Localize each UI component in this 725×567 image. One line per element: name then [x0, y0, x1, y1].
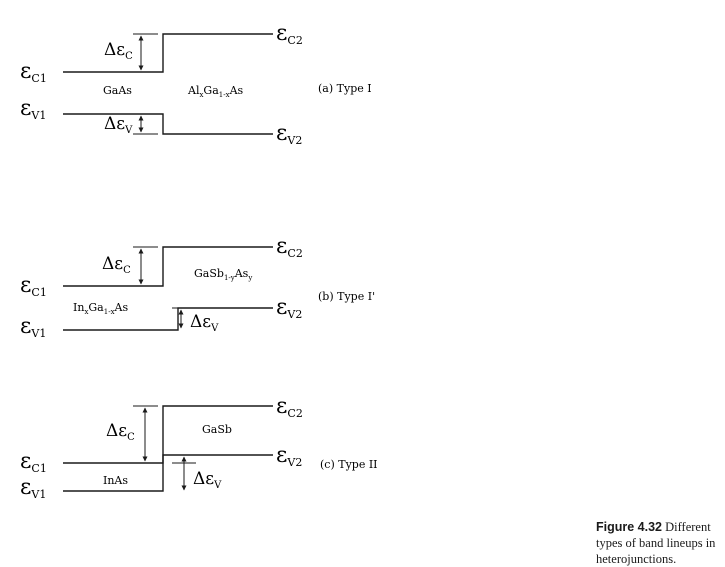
material-right: AlxGa1-xAs	[187, 84, 244, 99]
label-delta-ev: ΔεV	[193, 469, 222, 491]
label-delta-ec: ΔεC	[104, 40, 133, 62]
label-ev1: εV1	[20, 96, 46, 122]
panel-type-i-prime: εC1 εV1 εC2 εV2 ΔεC ΔεV InxGa1-xAs GaSb1…	[20, 234, 375, 340]
label-delta-ec: ΔεC	[102, 254, 131, 276]
label-ev1: εV1	[20, 314, 46, 340]
panel-label: (a) Type I	[318, 82, 372, 95]
label-ev2: εV2	[276, 443, 302, 469]
label-delta-ec: ΔεC	[106, 421, 135, 443]
material-right: GaSb	[202, 423, 232, 436]
panel-type-i: εC1 εV1 εC2 εV2 ΔεC ΔεV GaAs AlxGa1-xAs …	[20, 21, 372, 147]
panel-label: (c) Type II	[320, 458, 378, 471]
label-ev2: εV2	[276, 121, 302, 147]
valence-band-edge	[63, 113, 273, 135]
band-lineup-figure: εC1 εV1 εC2 εV2 ΔεC ΔεV GaAs AlxGa1-xAs …	[20, 21, 378, 501]
conduction-band-edge	[63, 405, 273, 464]
label-ec1: εC1	[20, 273, 47, 299]
figure-number: Figure 4.32	[596, 520, 662, 534]
valence-band-edge	[63, 454, 273, 492]
valence-band-edge	[63, 307, 273, 331]
material-left: GaAs	[103, 84, 132, 97]
material-right: GaSb1-yAsy	[194, 267, 252, 282]
conduction-band-edge	[63, 246, 273, 287]
label-ec2: εC2	[276, 234, 303, 260]
label-ev1: εV1	[20, 475, 46, 501]
label-ev2: εV2	[276, 295, 302, 321]
label-ec2: εC2	[276, 394, 303, 420]
panel-label: (b) Type I'	[318, 290, 375, 303]
label-delta-ev: ΔεV	[104, 114, 133, 136]
label-delta-ev: ΔεV	[190, 312, 219, 334]
material-left: InAs	[103, 474, 128, 487]
label-ec1: εC1	[20, 59, 47, 85]
figure-caption: Figure 4.32 Different types of band line…	[596, 519, 721, 567]
label-ec2: εC2	[276, 21, 303, 47]
panel-type-ii: εC1 εV1 εC2 εV2 ΔεC ΔεV InAs GaSb (c) Ty…	[20, 394, 378, 501]
conduction-band-edge	[63, 33, 273, 73]
label-ec1: εC1	[20, 449, 47, 475]
material-left: InxGa1-xAs	[73, 301, 128, 316]
